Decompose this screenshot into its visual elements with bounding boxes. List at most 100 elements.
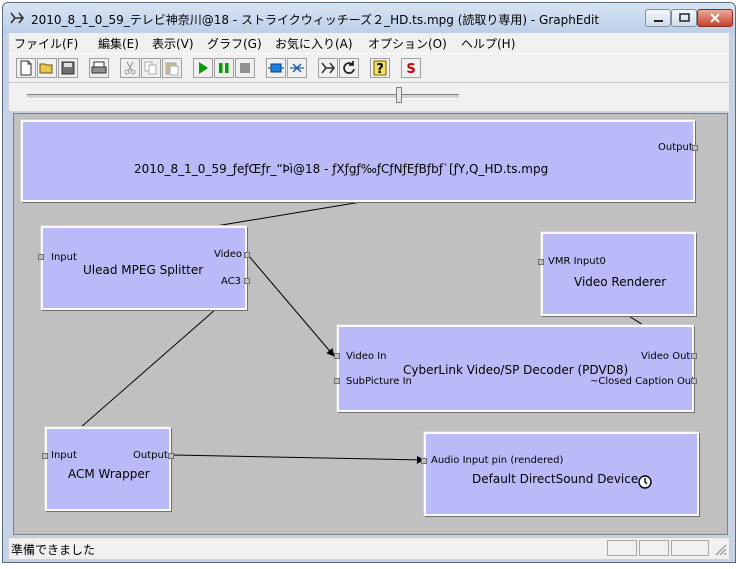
seek-slider-track[interactable] bbox=[27, 94, 459, 99]
toolbar: ? S bbox=[9, 53, 729, 83]
refresh-icon bbox=[343, 61, 355, 74]
stop-icon bbox=[240, 63, 250, 73]
menu-file[interactable]: ファイル(F) bbox=[14, 37, 79, 51]
pause-button[interactable] bbox=[214, 58, 234, 78]
status-bar: 準備できました bbox=[9, 537, 729, 559]
pin-label: VMR Input0 bbox=[548, 256, 606, 267]
seek-icon bbox=[268, 63, 284, 73]
video-output-pin[interactable] bbox=[244, 252, 250, 258]
open-button[interactable] bbox=[37, 58, 57, 78]
status-panel bbox=[639, 540, 669, 556]
filter-mpeg-splitter[interactable]: Ulead MPEG Splitter Input Video AC3 bbox=[38, 226, 250, 310]
title-bar[interactable]: 2010_8_1_0_59_テレビ神奈川@18 - ストライクウィッチーズ２_H… bbox=[3, 3, 735, 33]
copy-icon bbox=[144, 61, 157, 75]
copy-button[interactable] bbox=[141, 58, 161, 78]
save-button[interactable] bbox=[58, 58, 78, 78]
graph-edit-button[interactable] bbox=[318, 58, 338, 78]
paste-button[interactable] bbox=[162, 58, 182, 78]
filter-directsound-device[interactable]: Default DirectSound Device Audio Input p… bbox=[421, 432, 699, 516]
s-button[interactable]: S bbox=[401, 58, 421, 78]
play-icon bbox=[199, 62, 208, 74]
status-panel bbox=[607, 540, 637, 556]
seek-bar-area bbox=[9, 83, 729, 111]
output-pin[interactable] bbox=[692, 145, 698, 151]
seek-button[interactable] bbox=[266, 58, 286, 78]
save-icon bbox=[61, 61, 75, 75]
connection-acm-dsound bbox=[172, 454, 425, 464]
filter-source-file[interactable]: 2010_8_1_0_59_ƒeƒŒƒr_“Þì@18 - ƒXƒgƒ‰ƒCƒN… bbox=[21, 120, 698, 202]
maximize-button[interactable] bbox=[671, 9, 697, 27]
status-panel bbox=[671, 540, 709, 556]
video-output-pin[interactable] bbox=[691, 353, 697, 359]
ac3-output-pin[interactable] bbox=[244, 278, 250, 284]
stop-button[interactable] bbox=[235, 58, 255, 78]
graphedit-window: 2010_8_1_0_59_テレビ神奈川@18 - ストライクウィッチーズ２_H… bbox=[2, 2, 736, 563]
connection-splitter-decoder bbox=[247, 254, 335, 357]
minimize-icon bbox=[654, 20, 663, 22]
video-input-pin[interactable] bbox=[334, 353, 340, 359]
frame-step-button[interactable] bbox=[287, 58, 307, 78]
filter-name: 2010_8_1_0_59_ƒeƒŒƒr_“Þì@18 - ƒXƒgƒ‰ƒCƒN… bbox=[134, 162, 549, 176]
pause-icon bbox=[219, 63, 229, 73]
paste-icon bbox=[165, 62, 179, 76]
pin-label: AC3 bbox=[221, 276, 242, 287]
new-button[interactable] bbox=[16, 58, 36, 78]
input-pin[interactable] bbox=[42, 453, 48, 459]
menu-options[interactable]: オプション(O) bbox=[368, 37, 447, 51]
input-pin[interactable] bbox=[538, 259, 544, 265]
help-button[interactable]: ? bbox=[370, 58, 390, 78]
window-title: 2010_8_1_0_59_テレビ神奈川@18 - ストライクウィッチーズ２_H… bbox=[31, 13, 600, 27]
refresh-button[interactable] bbox=[339, 58, 359, 78]
pin-label: SubPicture In bbox=[346, 376, 412, 387]
close-icon bbox=[710, 13, 720, 23]
cut-icon bbox=[124, 61, 136, 75]
seek-slider-thumb[interactable] bbox=[395, 87, 402, 103]
audio-input-pin[interactable] bbox=[421, 458, 427, 464]
filter-acm-wrapper[interactable]: ACM Wrapper Input Output bbox=[42, 427, 174, 511]
pin-label: Audio Input pin (rendered) bbox=[431, 455, 564, 466]
pin-label: Video Out bbox=[641, 351, 691, 362]
svg-text:?: ? bbox=[376, 62, 384, 76]
filter-name: Default DirectSound Device bbox=[472, 472, 639, 486]
menu-favorites[interactable]: お気に入り(A) bbox=[275, 37, 353, 51]
filter-name: Video Renderer bbox=[574, 275, 667, 289]
output-pin[interactable] bbox=[168, 453, 174, 459]
status-text: 準備できました bbox=[11, 543, 96, 557]
s-icon: S bbox=[406, 62, 415, 76]
print-button[interactable] bbox=[89, 58, 109, 78]
maximize-icon bbox=[679, 13, 690, 22]
menu-bar: ファイル(F) 編集(E) 表示(V) グラフ(G) お気に入り(A) オプショ… bbox=[9, 33, 729, 53]
print-icon bbox=[91, 61, 107, 74]
pin-label: Output bbox=[133, 450, 168, 461]
filter-name: CyberLink Video/SP Decoder (PDVD8) bbox=[403, 363, 629, 377]
menu-help[interactable]: ヘルプ(H) bbox=[461, 37, 516, 51]
subpicture-input-pin[interactable] bbox=[334, 378, 340, 384]
pin-label: Input bbox=[51, 450, 77, 461]
pin-label: Video bbox=[214, 249, 243, 260]
pin-label: Input bbox=[51, 252, 77, 263]
play-button[interactable] bbox=[193, 58, 213, 78]
pin-label: Video In bbox=[346, 351, 387, 362]
graphedit-app-icon bbox=[10, 12, 25, 24]
minimize-button[interactable] bbox=[645, 9, 671, 27]
menu-edit[interactable]: 編集(E) bbox=[98, 37, 139, 51]
input-pin[interactable] bbox=[38, 254, 44, 260]
pin-label: Output bbox=[658, 142, 693, 153]
menu-view[interactable]: 表示(V) bbox=[152, 37, 194, 51]
filter-video-renderer[interactable]: Video Renderer VMR Input0 bbox=[538, 232, 696, 316]
connection-splitter-acm bbox=[47, 280, 249, 457]
frame-step-icon bbox=[290, 63, 304, 73]
filter-name: ACM Wrapper bbox=[68, 467, 150, 481]
clock-icon bbox=[638, 475, 652, 489]
filter-graph-canvas[interactable]: 2010_8_1_0_59_ƒeƒŒƒr_“Þì@18 - ƒXƒgƒ‰ƒCƒN… bbox=[13, 113, 728, 535]
close-button[interactable] bbox=[697, 9, 733, 27]
menu-graph[interactable]: グラフ(G) bbox=[207, 37, 262, 51]
cut-button[interactable] bbox=[120, 58, 140, 78]
svg-text:S: S bbox=[406, 62, 415, 76]
open-folder-icon bbox=[39, 63, 53, 74]
resize-grip-icon[interactable] bbox=[713, 542, 727, 556]
new-file-icon bbox=[20, 60, 32, 76]
filter-name: Ulead MPEG Splitter bbox=[83, 263, 204, 277]
filter-video-decoder[interactable]: CyberLink Video/SP Decoder (PDVD8) Video… bbox=[334, 325, 697, 412]
closed-caption-output-pin[interactable] bbox=[691, 378, 697, 384]
